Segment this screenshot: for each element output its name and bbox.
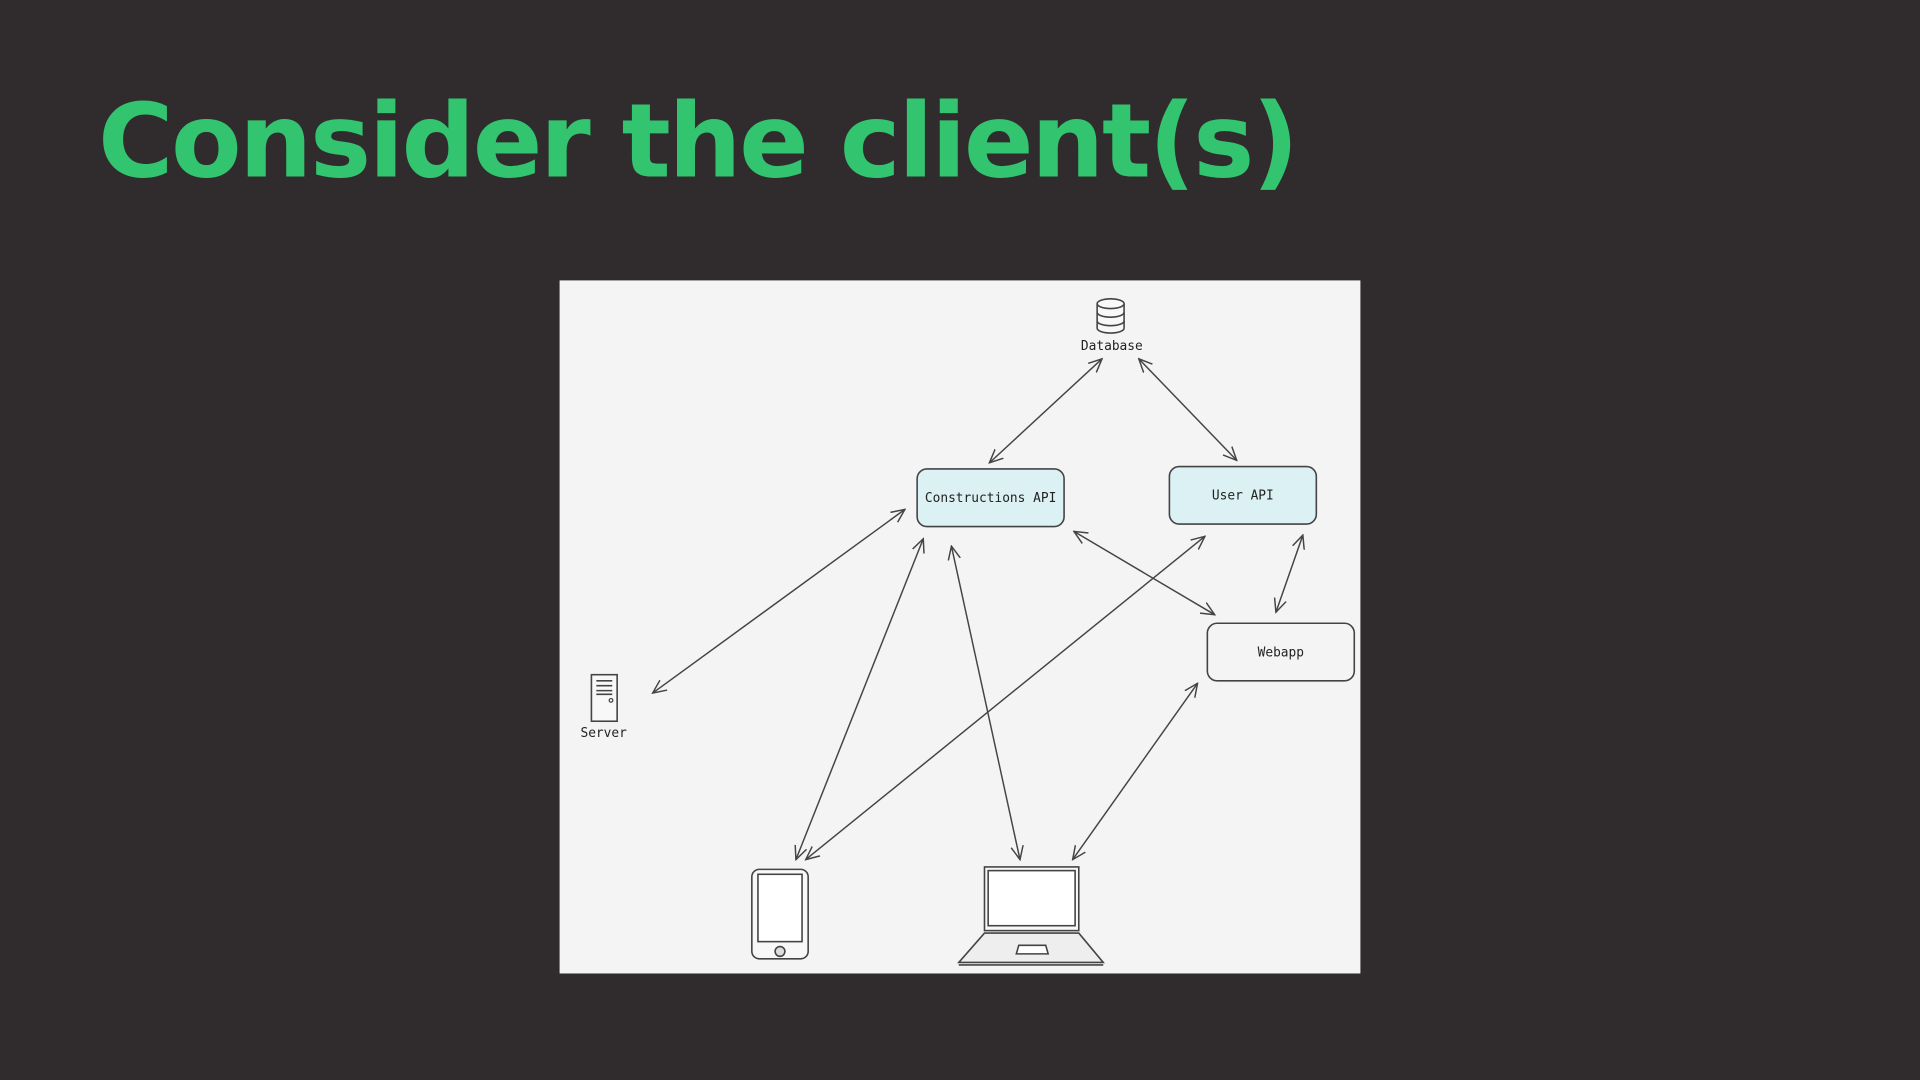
constructions-api-node: Constructions API bbox=[916, 468, 1065, 528]
webapp-node: Webapp bbox=[1206, 622, 1356, 682]
laptop-icon bbox=[957, 866, 1105, 966]
user-api-label: User API bbox=[1212, 489, 1274, 504]
database-label: Database bbox=[1081, 339, 1143, 354]
server-icon bbox=[590, 673, 618, 723]
connections bbox=[653, 359, 1303, 860]
slide-title: Consider the client(s) bbox=[98, 82, 1297, 201]
database-icon bbox=[1096, 297, 1125, 334]
arrow-database-constructions-api bbox=[989, 359, 1102, 463]
webapp-label: Webapp bbox=[1258, 645, 1304, 660]
arrow-constructions-api-webapp bbox=[1074, 531, 1215, 614]
arrow-database-user-api bbox=[1139, 359, 1237, 461]
mobile-phone-icon bbox=[751, 868, 809, 960]
constructions-api-label: Constructions API bbox=[925, 491, 1056, 506]
user-api-node: User API bbox=[1168, 465, 1318, 525]
diagram-panel bbox=[559, 280, 1361, 974]
arrow-laptop-webapp bbox=[1073, 683, 1198, 859]
arrow-user-api-webapp bbox=[1276, 535, 1303, 612]
server-label: Server bbox=[580, 726, 627, 741]
